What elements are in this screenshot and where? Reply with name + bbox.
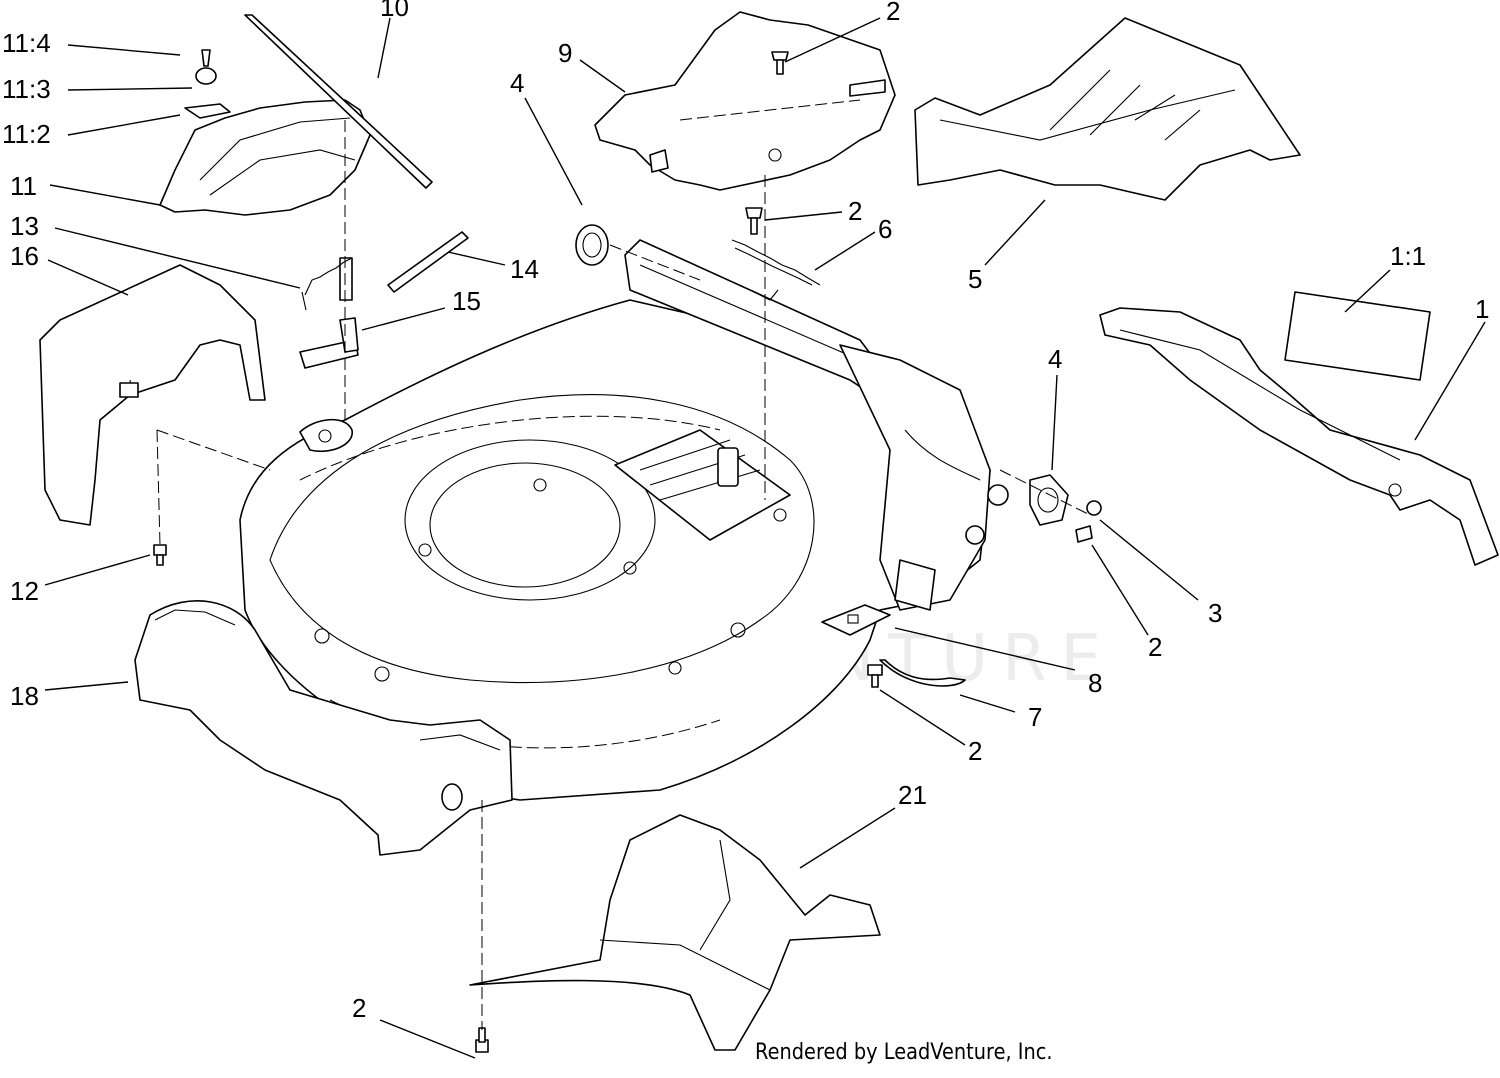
shield-7 — [879, 659, 966, 687]
leader-lines — [44, 17, 1486, 1059]
bushing-4b — [1029, 474, 1069, 526]
plate-8 — [821, 604, 891, 636]
callout-6: 6 — [878, 214, 892, 244]
screw-2-mid — [745, 207, 763, 235]
callout-1: 1 — [1475, 294, 1489, 324]
nut-3 — [1086, 500, 1102, 516]
callout-2-side: 2 — [1148, 632, 1162, 662]
callout-1-1: 1:1 — [1390, 241, 1426, 271]
callout-5: 5 — [968, 264, 982, 294]
callout-11: 11 — [10, 171, 37, 201]
callouts: 11:4 11:3 11:2 11 13 16 10 4 9 2 2 6 14 … — [2, 0, 1489, 1023]
label-1-1 — [1284, 291, 1431, 381]
rod-10 — [244, 14, 433, 189]
screw-2-bottom — [475, 1027, 489, 1053]
callout-11-2: 11:2 — [2, 119, 51, 149]
callout-18: 18 — [10, 681, 39, 711]
deflector-1 — [1099, 307, 1499, 566]
callout-2-bottom: 2 — [352, 993, 366, 1023]
callout-4-left: 4 — [510, 68, 524, 98]
bushing-4a — [575, 224, 609, 266]
screw-2-top — [771, 51, 789, 75]
callout-8: 8 — [1088, 668, 1102, 698]
callout-10: 10 — [380, 0, 409, 22]
top-shield-9 — [594, 11, 896, 191]
callout-12: 12 — [10, 576, 39, 606]
callout-15: 15 — [452, 286, 481, 316]
callout-11-4: 11:4 — [2, 28, 51, 58]
callout-9: 9 — [558, 38, 572, 68]
callout-14: 14 — [510, 254, 539, 284]
callout-13: 13 — [10, 211, 39, 241]
callout-3: 3 — [1208, 598, 1222, 628]
rear-cover-11 — [159, 49, 371, 216]
screw-12 — [153, 544, 167, 566]
callout-2-mid: 2 — [848, 196, 862, 226]
spring-6 — [731, 239, 821, 301]
screw-2-side — [1075, 525, 1093, 543]
bracket-15 — [299, 317, 359, 369]
render-credit: Rendered by LeadVenture, Inc. — [755, 1040, 1053, 1065]
assembly-lines — [156, 120, 1091, 1030]
rear-baffle-21 — [469, 814, 881, 1051]
callout-21: 21 — [898, 780, 927, 810]
callout-2-top: 2 — [886, 0, 900, 26]
bag-frame-5 — [914, 17, 1301, 201]
callout-7: 7 — [1028, 702, 1042, 732]
side-cover-16 — [39, 264, 266, 526]
callout-16: 16 — [10, 241, 39, 271]
callout-11-3: 11:3 — [2, 74, 51, 104]
spring-13 — [301, 257, 353, 311]
callout-2-clip: 2 — [968, 736, 982, 766]
screw-2-clip — [867, 664, 883, 688]
front-bumper-18 — [134, 600, 513, 856]
rod-14 — [387, 231, 469, 293]
deck-housing — [239, 239, 1009, 801]
callout-4-right: 4 — [1048, 344, 1062, 374]
